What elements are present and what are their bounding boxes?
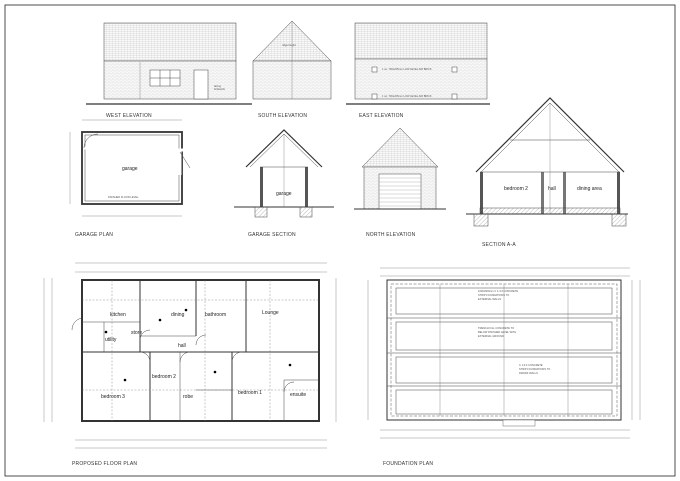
room-ensuite: ensuite xyxy=(290,392,306,398)
svg-text:1000x600mm C 1:4:3 CONCRETE: 1000x600mm C 1:4:3 CONCRETE xyxy=(478,289,518,293)
svg-text:DWARF WALLS: DWARF WALLS xyxy=(519,371,538,375)
south-elevation: ridge height SOUTH ELEVATION xyxy=(252,20,332,119)
svg-text:ridge height: ridge height xyxy=(282,43,296,47)
room-kitchen: kitchen xyxy=(110,312,126,318)
room-bathroom: bathroom xyxy=(205,312,226,318)
room-utility: utility xyxy=(105,337,117,343)
room-dining: dining xyxy=(171,312,185,318)
north-elevation-title: NORTH ELEVATION xyxy=(366,232,416,238)
garage-plan: garage FINISHED FLOOR LEVEL GARAGE PLAN xyxy=(69,119,191,238)
section-room-dining: dining area xyxy=(577,186,602,192)
section-room-hall: hall xyxy=(548,186,556,192)
foundation-plan-title: FOUNDATION PLAN xyxy=(383,461,433,467)
room-robe: robe xyxy=(183,394,193,400)
floor-plan-title: PROPOSED FLOOR PLAN xyxy=(72,461,137,467)
south-elevation-title: SOUTH ELEVATION xyxy=(258,113,307,119)
garage-plan-room: garage xyxy=(122,166,138,172)
room-hall: hall xyxy=(178,343,186,349)
sheet-border xyxy=(4,4,676,477)
garage-plan-title: GARAGE PLAN xyxy=(75,232,113,238)
room-store: store xyxy=(131,330,142,336)
room-bedroom3: bedroom 3 xyxy=(101,394,125,400)
garage-section: garage GARAGE SECTION xyxy=(234,129,334,238)
svg-text:1 no. 700x225mm LOW LEVEL AIR: 1 no. 700x225mm LOW LEVEL AIR BRICK xyxy=(382,67,432,71)
svg-text:facing: facing xyxy=(214,84,221,88)
svg-text:TRENCH FILL CONCRETE TO: TRENCH FILL CONCRETE TO xyxy=(478,326,514,330)
svg-text:FINISHED FLOOR LEVEL: FINISHED FLOOR LEVEL xyxy=(108,195,139,199)
proposed-floor-plan: kitchen dining bathroom Lounge utility s… xyxy=(43,262,337,467)
foundation-plan: 1000x600mm C 1:4:3 CONCRETE STRIP FOUNDA… xyxy=(367,267,641,467)
room-bedroom2: bedroom 2 xyxy=(152,374,176,380)
svg-text:EXTERNAL GROUND: EXTERNAL GROUND xyxy=(478,334,504,338)
north-elevation: NORTH ELEVATION xyxy=(354,127,446,238)
east-elevation-title: EAST ELEVATION xyxy=(359,113,404,119)
svg-text:EXTERNAL WALLS: EXTERNAL WALLS xyxy=(478,297,501,301)
room-lounge: Lounge xyxy=(262,310,279,316)
section-room-bedroom2: bedroom 2 xyxy=(504,186,528,192)
garage-section-title: GARAGE SECTION xyxy=(248,232,296,238)
section-aa: bedroom 2 hall dining area SECTION A-A xyxy=(466,97,628,248)
svg-text:brickwork: brickwork xyxy=(214,87,226,91)
svg-text:STRIP FOUNDATIONS TO: STRIP FOUNDATIONS TO xyxy=(519,367,550,371)
svg-text:C 1:4:3 CONCRETE: C 1:4:3 CONCRETE xyxy=(519,363,543,367)
garage-section-room: garage xyxy=(276,191,292,197)
west-elevation-title: WEST ELEVATION xyxy=(106,113,152,119)
room-bedroom1: bedroom 1 xyxy=(238,390,262,396)
svg-text:STRIP FOUNDATIONS TO: STRIP FOUNDATIONS TO xyxy=(478,293,509,297)
east-elevation: 1 no. 700x225mm LOW LEVEL AIR BRICK 1 no… xyxy=(346,22,490,119)
svg-text:1 no. 700x225mm LOW LEVEL AIR: 1 no. 700x225mm LOW LEVEL AIR BRICK xyxy=(382,94,432,98)
section-aa-title: SECTION A-A xyxy=(482,242,516,248)
svg-text:BELOW FINISHED LEVEL WITH: BELOW FINISHED LEVEL WITH xyxy=(478,330,516,334)
